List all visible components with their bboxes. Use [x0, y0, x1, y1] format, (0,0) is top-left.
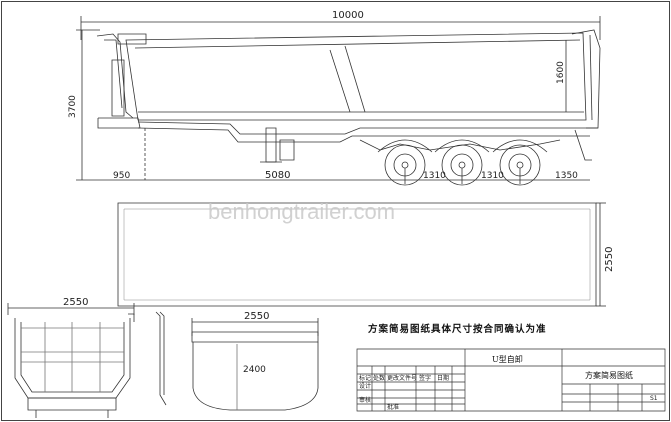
chassis-bottom — [138, 128, 590, 142]
body-top-rail — [135, 40, 580, 48]
section-u-shape — [193, 342, 318, 410]
axle-spacing-2-label: 1310 — [481, 171, 504, 181]
top-view — [118, 203, 606, 306]
rear-overhang-label: 1350 — [555, 171, 578, 181]
body-seam-2 — [345, 46, 365, 112]
sheet-code: S1 — [650, 395, 658, 402]
wheel-1 — [385, 145, 425, 185]
wheel-2-hub — [459, 162, 465, 168]
front-headboard-inner — [104, 40, 122, 108]
leaf-springs — [360, 140, 560, 150]
mudguard-3 — [493, 140, 547, 152]
type-label: U型自卸 — [492, 354, 523, 364]
wheel-2 — [442, 145, 482, 185]
hydraulic-hoist — [112, 60, 124, 116]
wheel-3 — [500, 145, 540, 185]
rear-width-label: 2550 — [63, 297, 88, 308]
gooseneck-front — [98, 118, 140, 128]
mudguard-1 — [378, 140, 432, 152]
rear-view — [8, 303, 134, 418]
rear-chassis — [28, 398, 116, 410]
landing-gear — [266, 128, 276, 162]
side-view — [76, 16, 600, 185]
wheel-1-hub — [402, 162, 408, 168]
tb-label-3: 签字 — [419, 374, 431, 382]
wheel-3-hub — [517, 162, 523, 168]
rear-body-inner — [21, 322, 124, 392]
title-block-frame — [357, 349, 665, 411]
title-block — [357, 349, 665, 411]
tailgate-profile — [156, 312, 166, 405]
tailgate-post — [590, 35, 592, 120]
overall-height-label: 3700 — [68, 95, 78, 118]
tb-label-1: 处数 — [373, 374, 385, 382]
section-depth-label: 2400 — [243, 365, 266, 375]
tb-label-0: 标记 — [359, 374, 371, 382]
front-headboard — [97, 34, 133, 118]
rear-body-outline — [15, 318, 130, 398]
watermark: benhongtrailer.com — [208, 199, 395, 224]
top-view-body — [118, 203, 596, 306]
chassis-top — [138, 122, 598, 134]
mudguard-2 — [435, 140, 489, 152]
top-view-inner — [124, 209, 590, 300]
drawing-title: 方案简易图纸 — [585, 370, 633, 380]
section-top-rim — [192, 332, 318, 342]
rear-hinge — [128, 314, 134, 322]
body-seam-1 — [330, 50, 350, 112]
front-overhang-label: 950 — [113, 171, 130, 181]
top-width-label: 2550 — [604, 247, 615, 272]
tb-label-4: 日期 — [437, 374, 449, 382]
toolbox — [280, 140, 294, 160]
tb-label-2: 更改文件号 — [387, 374, 417, 382]
tb-label-7: 批准 — [387, 403, 399, 411]
tailgate-profile-inner — [160, 312, 164, 395]
kingpin-to-axle-label: 5080 — [265, 170, 290, 181]
front-cap — [118, 34, 146, 44]
drawing-note: 方案简易图纸具体尺寸按合同确认为准 — [368, 323, 547, 335]
tb-label-6: 审核 — [359, 396, 371, 404]
tailgate-profile-outline — [156, 312, 166, 405]
rear-bumper — [575, 130, 592, 160]
section-width-label: 2550 — [244, 311, 269, 322]
tipper-body — [125, 32, 587, 121]
overall-length-label: 10000 — [332, 10, 364, 21]
body-height-label: 1600 — [556, 61, 566, 84]
tb-label-5: 设计 — [359, 382, 371, 390]
cross-section — [192, 318, 318, 410]
axle-spacing-1-label: 1310 — [423, 171, 446, 181]
